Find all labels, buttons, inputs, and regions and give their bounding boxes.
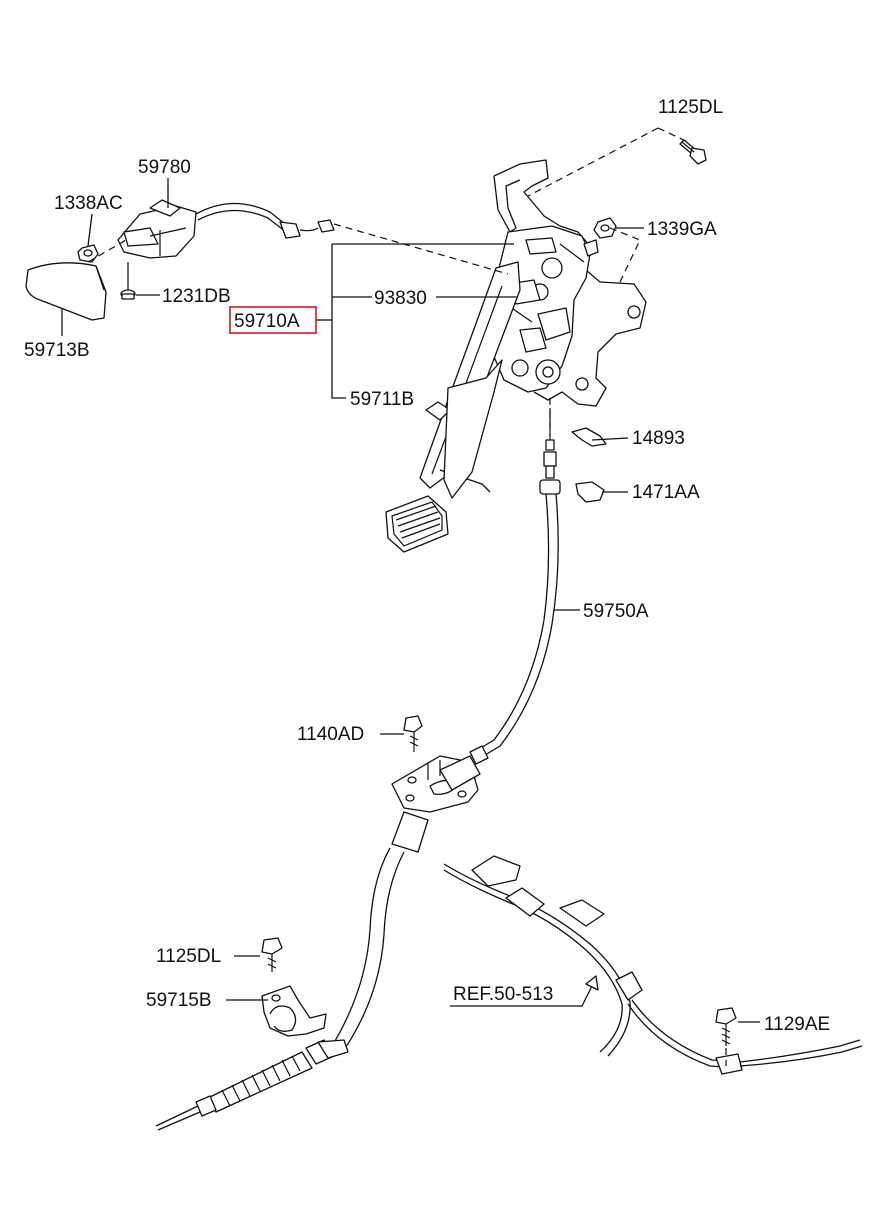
label-1338ac[interactable]: 1338AC [54, 193, 123, 214]
clamp-59715b[interactable] [261, 985, 327, 1037]
label-1339ga[interactable]: 1339GA [647, 219, 717, 240]
pin-14893[interactable] [571, 427, 607, 447]
label-59711b[interactable]: 59711B [350, 389, 414, 410]
label-59780[interactable]: 59780 [138, 157, 191, 178]
label-1471aa[interactable]: 1471AA [632, 482, 700, 503]
handle-59780[interactable] [117, 199, 335, 259]
dashed-reference-lines [87, 127, 727, 1066]
label-1140ad[interactable]: 1140AD [297, 724, 364, 745]
front-cable-59750a[interactable] [469, 408, 561, 765]
pedal-arm-59711b[interactable] [419, 261, 521, 499]
bolt-1129ae[interactable] [715, 1007, 737, 1046]
part-labels: 1125DL 59780 1338AC 1339GA 1231DB 93830 … [24, 97, 830, 1035]
bolt-1140ad[interactable] [403, 715, 423, 752]
pedal-pad[interactable] [385, 495, 449, 553]
highlight-box-59710a [229, 306, 317, 334]
label-59713b[interactable]: 59713B [24, 340, 90, 361]
label-1125dl-bottom[interactable]: 1125DL [156, 946, 221, 967]
nut-1338ac[interactable] [77, 244, 99, 263]
rear-cable-assembly-ref[interactable] [443, 855, 863, 1075]
label-59750a[interactable]: 59750A [583, 601, 649, 622]
label-1125dl-top[interactable]: 1125DL [658, 97, 723, 118]
label-93830[interactable]: 93830 [374, 288, 427, 309]
rear-cable[interactable] [155, 811, 429, 1131]
label-1231db[interactable]: 1231DB [162, 286, 231, 307]
label-ref-50-513[interactable]: REF.50-513 [453, 984, 553, 1005]
label-59715b[interactable]: 59715B [146, 990, 212, 1011]
clip-1471aa[interactable] [575, 481, 605, 503]
nut-1339ga[interactable] [593, 217, 617, 239]
label-1129ae[interactable]: 1129AE [764, 1014, 830, 1035]
bolt-1125dl-top[interactable] [679, 139, 707, 165]
cover-59713b[interactable] [25, 262, 107, 321]
bolt-1125dl-bottom[interactable] [261, 937, 283, 972]
leader-lines [61, 178, 760, 1023]
label-14893[interactable]: 14893 [632, 428, 685, 449]
label-59710a[interactable]: 59710A [234, 311, 300, 332]
cable-bracket[interactable] [391, 755, 481, 813]
screw-1231db[interactable] [120, 262, 136, 300]
